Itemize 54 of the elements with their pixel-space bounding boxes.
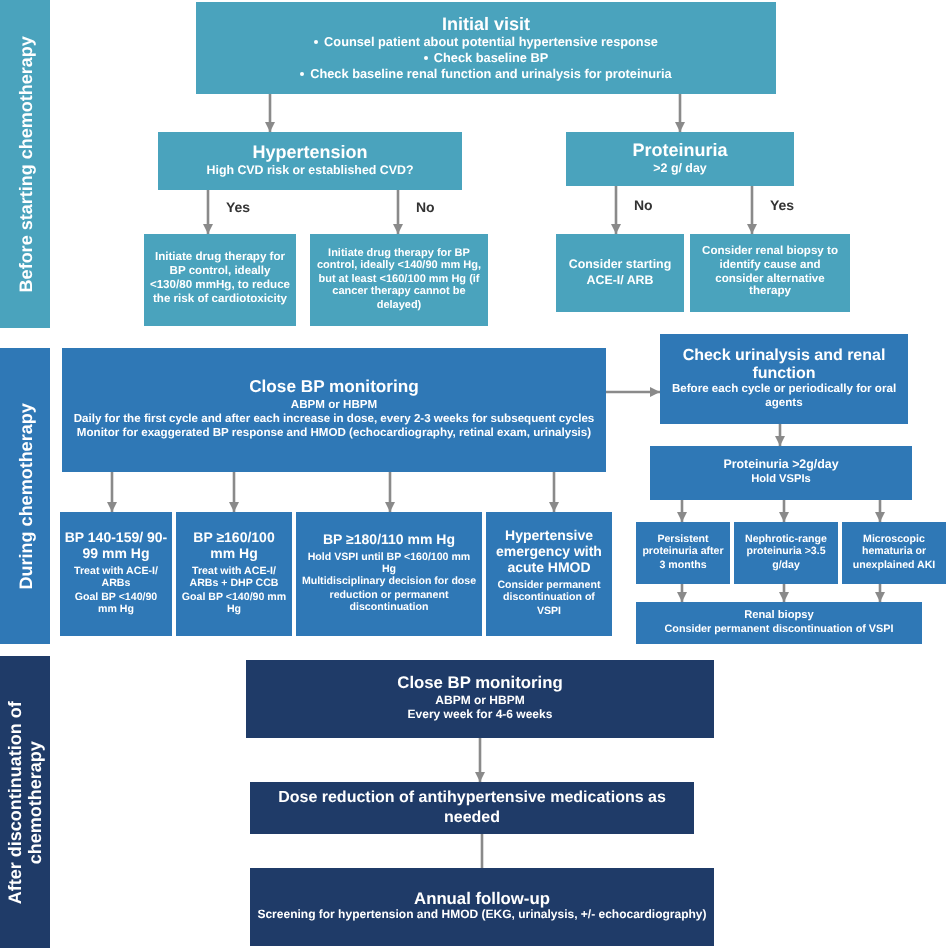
process-box [842, 522, 946, 584]
arrow [474, 738, 486, 782]
process-box [734, 522, 838, 584]
process-box [650, 446, 912, 500]
arrow [384, 472, 396, 512]
process-box [144, 234, 296, 326]
arrow [392, 190, 404, 234]
arrow [874, 500, 886, 522]
phase-band [0, 348, 50, 644]
arrow [106, 472, 118, 512]
arrow [606, 386, 660, 398]
box-heading: Annual follow-up [414, 889, 550, 908]
arrow [778, 584, 790, 602]
process-box [486, 512, 612, 636]
box-heading: Check urinalysis and renal function [680, 345, 888, 383]
box-heading: Close BP monitoring [397, 673, 563, 694]
process-box [636, 522, 730, 584]
process-box [690, 234, 850, 312]
arrow [676, 584, 688, 602]
process-box [62, 348, 606, 472]
phase-label: After discontinuation of chemotherapy [4, 698, 46, 908]
process-box [566, 132, 794, 186]
arrow [610, 186, 622, 234]
process-box [296, 512, 482, 636]
arrow [264, 94, 276, 132]
process-box [196, 2, 776, 94]
arrow [778, 500, 790, 522]
arrow [676, 500, 688, 522]
process-box [310, 234, 488, 326]
arrow [548, 472, 560, 512]
process-box [250, 782, 694, 834]
process-box [636, 602, 922, 644]
box-heading: Proteinuria [632, 140, 728, 161]
arrow [746, 186, 758, 234]
arrow [874, 584, 886, 602]
phase-label: Before starting chemotherapy [14, 33, 36, 297]
box-heading: Initial visit [441, 13, 530, 35]
process-box [556, 234, 684, 312]
process-box [246, 660, 714, 738]
arrow [674, 94, 686, 132]
arrow [774, 424, 786, 446]
process-box [60, 512, 172, 636]
process-box [158, 132, 462, 190]
process-box [660, 334, 908, 424]
box-heading: Dose reduction of antihypertensive medications as needed [276, 788, 668, 826]
arrow [202, 190, 214, 234]
process-box [176, 512, 292, 636]
process-box [250, 868, 714, 946]
arrow [228, 472, 240, 512]
phase-label: During chemotherapy [14, 401, 36, 594]
phase-band [0, 0, 50, 328]
box-heading: Close BP monitoring [249, 378, 419, 398]
phase-band [0, 656, 50, 948]
box-heading: Hypertension [252, 142, 368, 163]
